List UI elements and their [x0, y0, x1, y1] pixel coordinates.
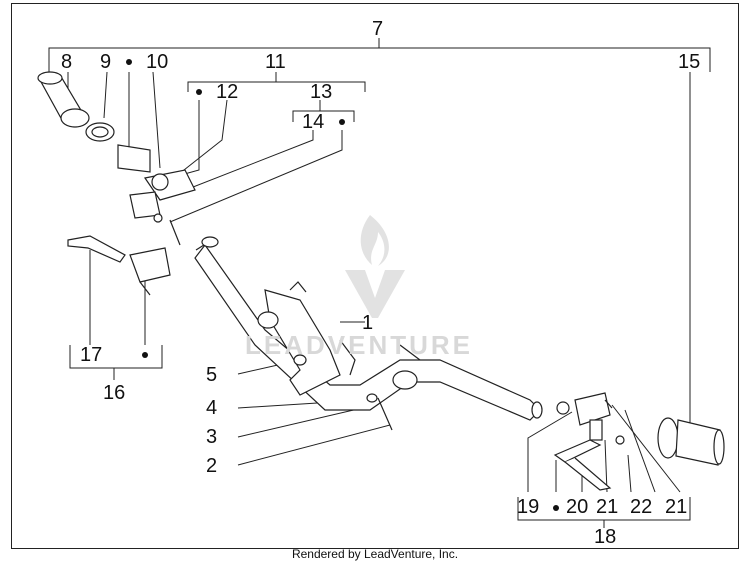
dot-marker — [339, 119, 345, 125]
part-label-18: 18 — [594, 526, 617, 548]
dot-marker — [126, 59, 132, 65]
handlebar-assembly — [37, 71, 725, 491]
leadventure-logo — [345, 215, 405, 318]
part-label-16: 16 — [103, 382, 126, 404]
watermark-text: LEADVENTURE — [245, 330, 474, 360]
dot-marker — [196, 89, 202, 95]
part-label-17: 17 — [80, 344, 103, 366]
part-label-21-right: 21 — [665, 496, 688, 518]
part-label-9: 9 — [100, 51, 112, 73]
part-label-14: 14 — [302, 111, 325, 133]
dot-marker — [142, 352, 148, 358]
part-label-1: 1 — [362, 312, 374, 334]
dot-marker — [553, 505, 559, 511]
part-label-13: 13 — [310, 81, 333, 103]
part-label-19: 19 — [517, 496, 540, 518]
part-label-12: 12 — [216, 81, 239, 103]
footer-credit: Rendered by LeadVenture, Inc. — [291, 547, 459, 561]
part-label-10: 10 — [146, 51, 169, 73]
part-label-4: 4 — [206, 397, 218, 419]
part-label-8: 8 — [61, 51, 73, 73]
diagram-frame — [11, 3, 739, 549]
part-label-2: 2 — [206, 455, 218, 477]
part-label-15: 15 — [678, 51, 701, 73]
part-label-20: 20 — [566, 496, 589, 518]
part-label-7: 7 — [372, 18, 384, 40]
part-label-5: 5 — [206, 364, 218, 386]
part-label-21-left: 21 — [596, 496, 619, 518]
part-label-22: 22 — [630, 496, 653, 518]
part-label-3: 3 — [206, 426, 218, 448]
part-label-11: 11 — [265, 51, 286, 73]
